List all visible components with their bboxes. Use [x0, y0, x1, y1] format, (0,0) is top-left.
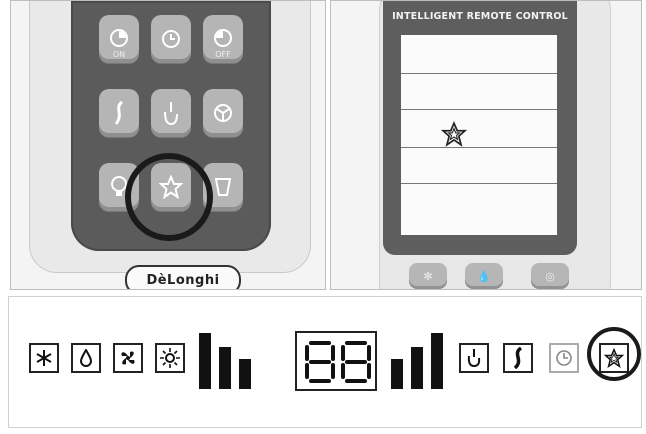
right-remote-panel: INTELLIGENT REMOTE CONTROL ✻ 💧 ◎	[330, 0, 642, 290]
drop-icon	[79, 349, 93, 367]
hand-sensor-button[interactable]	[151, 89, 191, 137]
remote-screen	[401, 35, 557, 235]
fan-level-bar	[239, 359, 251, 389]
display-strip: 88	[8, 296, 642, 428]
timer-box	[549, 343, 579, 373]
dry-mode-box	[71, 343, 101, 373]
remote-bottom-key[interactable]: ✻	[409, 263, 447, 289]
timer-off-icon	[212, 28, 234, 50]
digit-segment	[345, 341, 367, 345]
remote-title: INTELLIGENT REMOTE CONTROL	[383, 11, 577, 22]
hand-icon	[465, 348, 483, 368]
snowflake-icon	[35, 349, 53, 367]
clock-icon	[160, 28, 182, 50]
drop-icon: 💧	[477, 270, 491, 283]
digit-segment	[309, 360, 331, 364]
left-remote-panel: ON OFF DèLonghi	[10, 0, 326, 290]
timer-off-button[interactable]: OFF	[203, 15, 243, 63]
heat-mode-box	[155, 343, 185, 373]
digit-segment	[367, 363, 371, 379]
digit-segment	[305, 345, 309, 361]
hand-sensor-icon	[160, 100, 182, 126]
level-bar	[411, 347, 423, 389]
remote-bottom-key[interactable]: ◎	[531, 263, 569, 289]
digit-segment	[331, 345, 335, 361]
fan-icon: ✻	[423, 270, 432, 283]
screen-divider	[401, 147, 557, 148]
digit-segment	[331, 363, 335, 379]
digit-segment	[309, 379, 331, 383]
camera-icon: ◎	[545, 270, 555, 283]
fan-speed-button[interactable]	[203, 89, 243, 137]
timer-on-label: ON	[99, 50, 139, 59]
screen-divider	[401, 183, 557, 184]
temperature-display	[295, 331, 377, 391]
fan-level-bar	[199, 333, 211, 389]
digit-1	[305, 341, 335, 383]
cup-icon	[212, 175, 234, 199]
timer-off-label: OFF	[203, 50, 243, 59]
fan-level-bar	[219, 347, 231, 389]
fan-icon	[118, 348, 138, 368]
hand-sensor-box	[459, 343, 489, 373]
remote-screen-frame: INTELLIGENT REMOTE CONTROL	[383, 1, 577, 255]
level-bar	[431, 333, 443, 389]
cool-mode-box	[29, 343, 59, 373]
fan-speed-icon	[212, 102, 234, 124]
remote-bottom-key[interactable]: 💧	[465, 263, 503, 289]
digit-segment	[341, 363, 345, 379]
star-icon	[441, 121, 467, 147]
screen-divider	[401, 109, 557, 110]
clock-button[interactable]	[151, 15, 191, 63]
fan-mode-box	[113, 343, 143, 373]
digit-segment	[341, 345, 345, 361]
timer-on-icon	[108, 28, 130, 50]
digit-2	[341, 341, 371, 383]
highlight-circle	[125, 153, 213, 241]
digit-segment	[305, 363, 309, 379]
clock-icon	[555, 349, 573, 367]
swing-button[interactable]	[99, 89, 139, 137]
highlight-circle	[587, 327, 641, 381]
digit-segment	[345, 379, 367, 383]
level-bar	[391, 359, 403, 389]
screen-divider	[401, 73, 557, 74]
swing-box	[503, 343, 533, 373]
digit-segment	[345, 360, 367, 364]
brand-logo: DèLonghi	[125, 265, 241, 290]
digit-segment	[309, 341, 331, 345]
swing-icon	[108, 100, 130, 126]
sun-icon	[160, 348, 180, 368]
timer-on-button[interactable]: ON	[99, 15, 139, 63]
swing-icon	[509, 347, 527, 369]
digit-segment	[367, 345, 371, 361]
